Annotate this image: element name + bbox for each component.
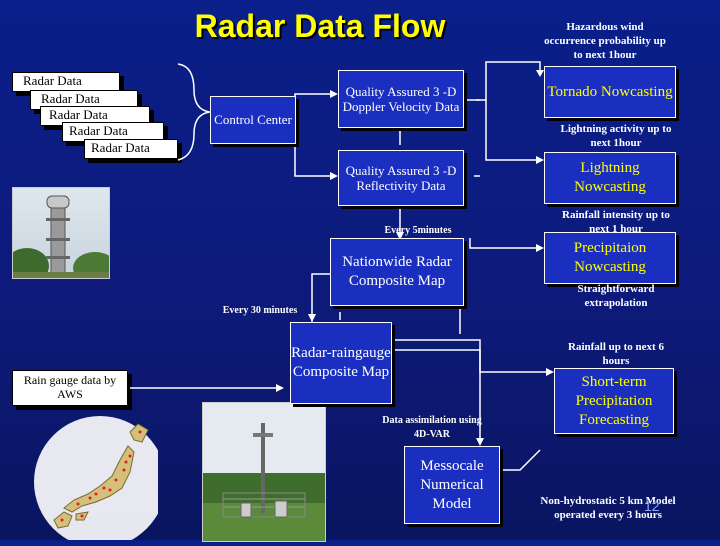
data-assimilation-label: Data assimilation using 4D-VAR — [382, 415, 482, 440]
raingauge-composite-label: Radar-raingauge Composite Map — [291, 345, 391, 380]
tornado-nowcasting-label: Tornado Nowcasting — [547, 83, 673, 100]
rain-gauge-aws-box: Rain gauge data by AWS — [12, 370, 128, 406]
every-30-minutes-label: Every 30 minutes — [222, 305, 298, 316]
slide-number: 12 — [644, 498, 660, 514]
nationwide-composite-box: Nationwide Radar Composite Map — [330, 238, 464, 306]
precipitation-nowcasting-label: Precipitaion Nowcasting — [573, 240, 647, 275]
radar-data-box-4: Radar Data — [62, 122, 164, 142]
qa-reflectivity-label: Quality Assured 3 -D Reflectivity Data — [345, 163, 457, 193]
straightforward-note: Straightforward extrapolation — [577, 283, 655, 309]
shortterm-forecast-box: Short-term Precipitation Forecasting — [554, 368, 674, 434]
radar-data-box-5: Radar Data — [84, 139, 178, 159]
non-hydrostatic-note: Non-hydrostatic 5 km Model operated ever… — [540, 495, 676, 521]
shortterm-forecast-label: Short-term Precipitation Forecasting — [575, 373, 653, 428]
tornado-nowcasting-box: Tornado Nowcasting — [544, 66, 676, 118]
nationwide-composite-label: Nationwide Radar Composite Map — [342, 254, 452, 289]
rain-gauge-photo — [202, 402, 326, 542]
messocale-model-box: Messocale Numerical Model — [404, 446, 500, 524]
lightning-activity-note: Lightning activity up to next 1hour — [560, 123, 672, 149]
qa-doppler-label: Quality Assured 3 -D Doppler Velocity Da… — [342, 84, 460, 114]
lightning-nowcasting-box: Lightning Nowcasting — [544, 152, 676, 204]
messocale-model-label: Messocale Numerical Model — [420, 457, 484, 512]
control-center-label: Control Center — [214, 112, 292, 127]
page-title: Radar Data Flow — [194, 8, 446, 44]
control-center-box: Control Center — [210, 96, 296, 144]
every-5-minutes-label: Every 5minutes — [384, 225, 452, 236]
raingauge-composite-box: Radar-raingauge Composite Map — [290, 322, 392, 404]
qa-doppler-box: Quality Assured 3 -D Doppler Velocity Da… — [338, 70, 464, 128]
radar-tower-photo — [5, 187, 117, 284]
rainfall-6h-note: Rainfall up to next 6 hours — [568, 341, 664, 367]
precipitation-nowcasting-box: Precipitaion Nowcasting — [544, 232, 676, 284]
hazard-note: Hazardous wind occurrence probability up… — [544, 21, 666, 61]
japan-map — [30, 412, 166, 546]
qa-reflectivity-box: Quality Assured 3 -D Reflectivity Data — [338, 150, 464, 206]
lightning-nowcasting-label: Lightning Nowcasting — [574, 160, 646, 195]
